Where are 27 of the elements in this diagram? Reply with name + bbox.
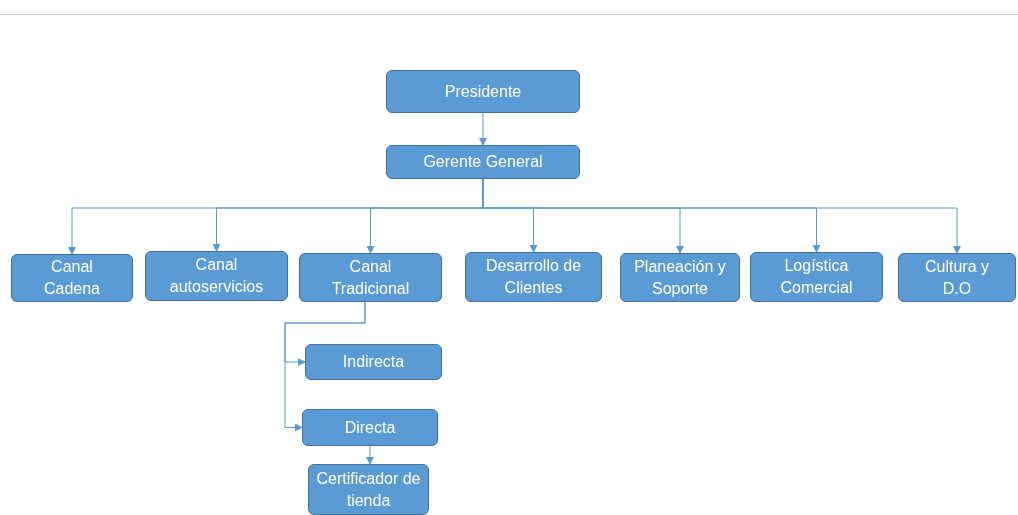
org-box <box>308 464 429 515</box>
org-box <box>465 252 602 302</box>
box-label: Indirecta <box>342 352 405 373</box>
box-label: Cultura y D.O <box>924 256 990 299</box>
org-box <box>11 254 133 302</box>
org-box <box>386 70 580 113</box>
box-label: Planeación y Soporte <box>633 256 727 299</box>
box-label: Directa <box>344 417 396 438</box>
connector-arrow <box>284 301 366 432</box>
org-box <box>302 409 438 446</box>
box-label: Canal autoservicios <box>168 255 265 297</box>
org-box <box>898 253 1016 302</box>
org-box <box>750 252 883 302</box>
org-box <box>620 253 740 302</box>
org-box <box>145 251 288 301</box>
connector-arrow <box>366 445 374 465</box>
box-label: Gerente General <box>423 152 543 173</box>
box-label: Presidente <box>444 81 522 102</box>
org-box <box>305 344 442 380</box>
box-label: Certificador de tienda <box>315 468 422 511</box>
org-box <box>299 253 442 302</box>
box-label: Canal Tradicional <box>330 256 411 299</box>
connector-arrow <box>479 112 487 146</box>
org-box <box>386 145 580 179</box>
box-label: Desarrollo de Clientes <box>484 256 583 298</box>
box-label: Logística Comercial <box>779 256 854 298</box>
box-label: Canal Cadena <box>42 257 101 299</box>
